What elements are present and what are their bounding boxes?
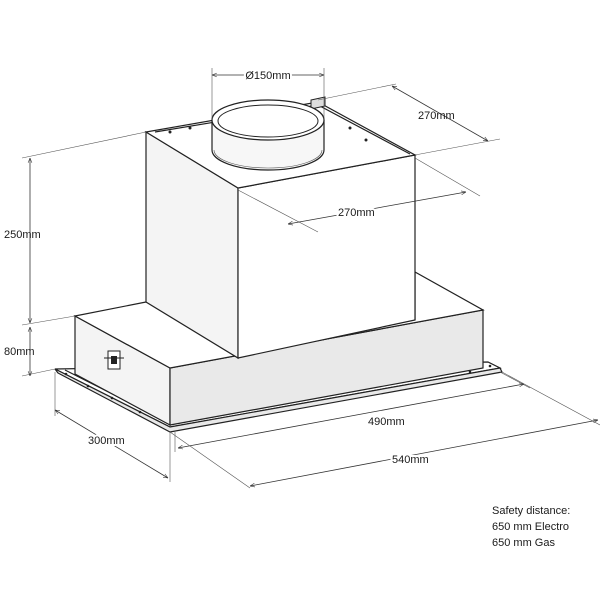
outer-width-label: 540mm	[392, 454, 429, 466]
switch-icon	[104, 350, 124, 370]
dim-top-width: 270mm	[237, 157, 481, 233]
duct-collar	[211, 99, 325, 171]
dim-canopy-height: 80mm	[4, 327, 56, 377]
inner-width-label: 490mm	[368, 416, 405, 428]
dim-chimney-height: 250mm	[4, 131, 147, 326]
safety-note-electro: 650 mm Electro	[492, 521, 570, 533]
dim-outer-width: 540mm	[169, 371, 600, 489]
top-depth-label: 270mm	[418, 110, 455, 122]
safety-note-gas: 650 mm Gas	[492, 537, 555, 549]
depth-label: 300mm	[88, 435, 125, 447]
canopy-height-label: 80mm	[4, 346, 35, 358]
top-width-label: 270mm	[338, 207, 375, 219]
safety-note-heading: Safety distance:	[492, 505, 571, 517]
duct-diameter-label: Ø150mm	[245, 70, 290, 82]
safety-note: Safety distance: 650 mm Electro 650 mm G…	[492, 503, 570, 551]
housing-screws	[168, 102, 368, 142]
chimney-height-label: 250mm	[4, 229, 41, 241]
dim-top-depth: 270mm	[317, 83, 501, 156]
motor-housing	[144, 96, 417, 360]
dim-duct-diameter: Ø150mm	[211, 68, 325, 118]
dim-depth: 300mm	[55, 372, 171, 482]
